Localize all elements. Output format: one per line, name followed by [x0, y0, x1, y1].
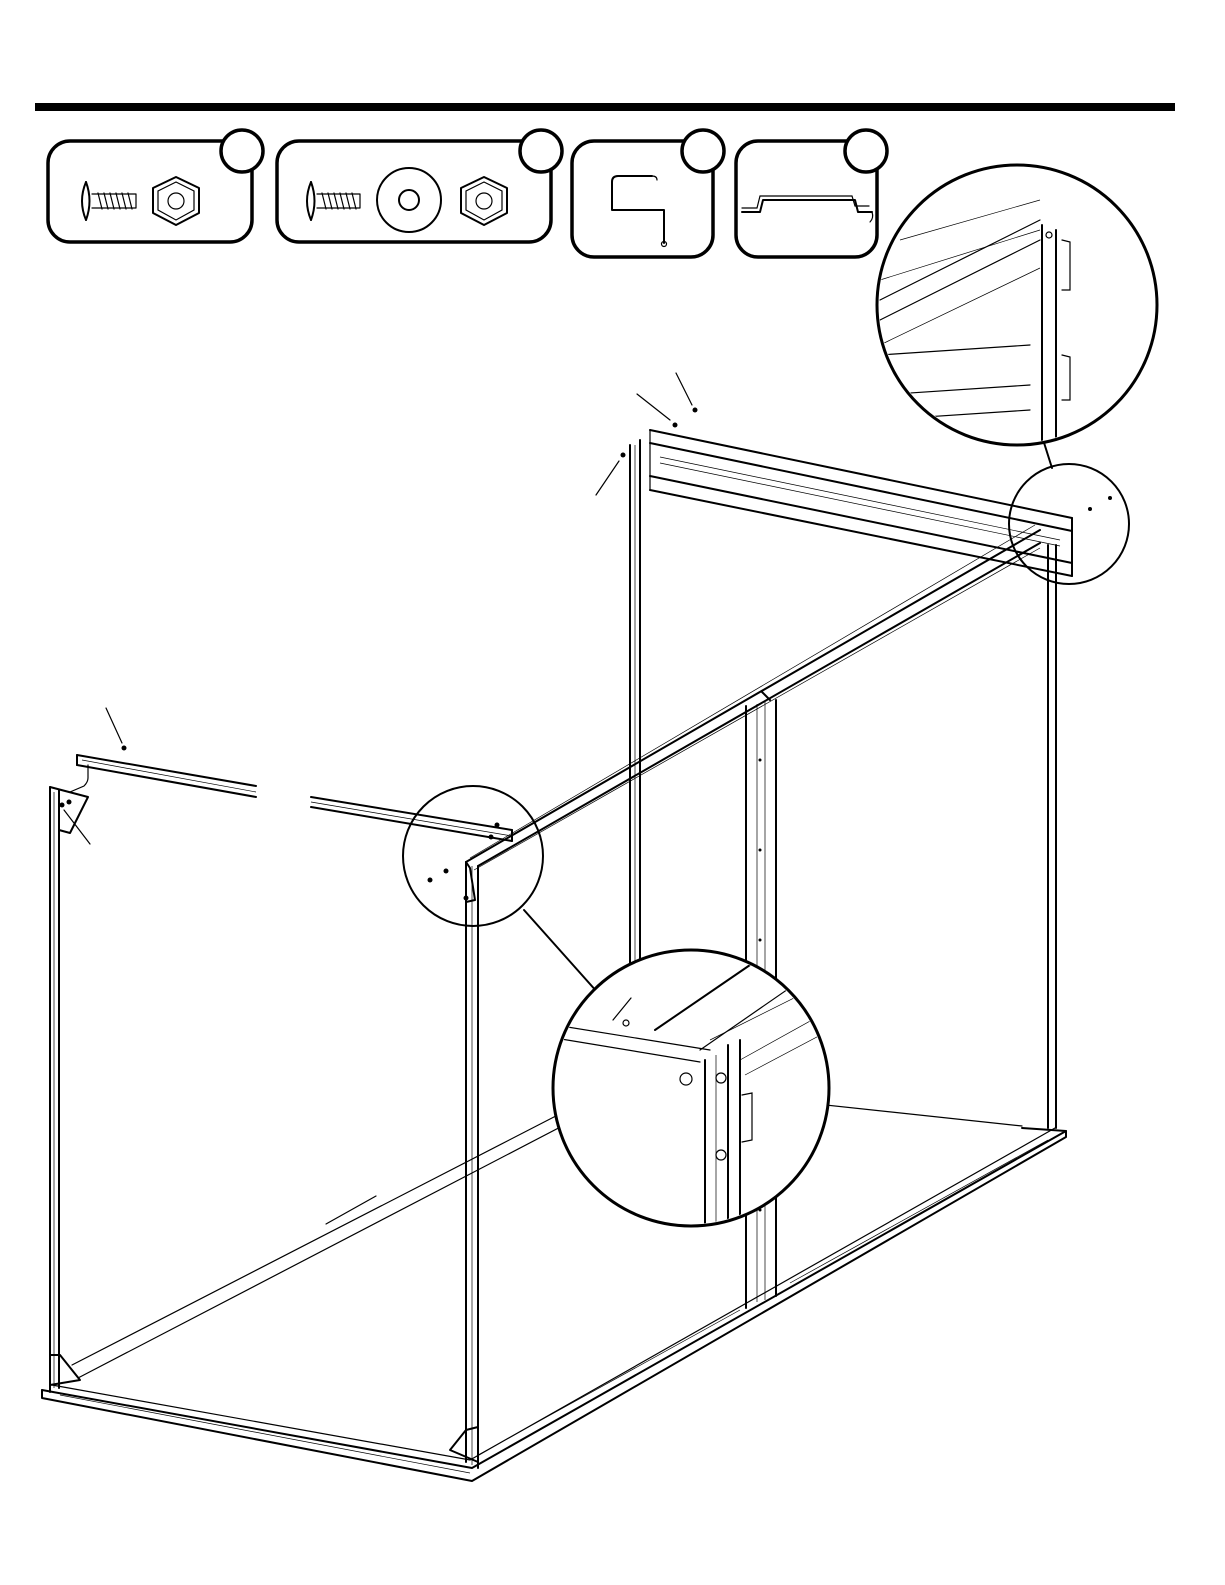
detail-view-top-right: [877, 165, 1157, 584]
part-number-badge: [845, 130, 887, 172]
detail-view-front-corner: [403, 786, 830, 1230]
hardware-parts-row: [48, 130, 887, 257]
hardware-part-channel-profile: [736, 130, 887, 257]
front-top-rail: [64, 708, 512, 844]
header-rule: [35, 103, 1175, 111]
right-rear-post: [1048, 545, 1056, 1128]
left-side-beam: [466, 525, 1040, 870]
part-number-badge: [221, 130, 263, 172]
part-number-badge: [520, 130, 562, 172]
hardware-part-bolt-nut: [48, 130, 263, 242]
shed-frame: [42, 373, 1072, 1481]
hardware-part-bolt-washer-nut: [277, 130, 562, 242]
left-end-frame: [50, 787, 478, 1468]
base-frame: [42, 1083, 1066, 1481]
part-number-badge: [682, 130, 724, 172]
hardware-part-hook-bracket: [572, 130, 724, 257]
